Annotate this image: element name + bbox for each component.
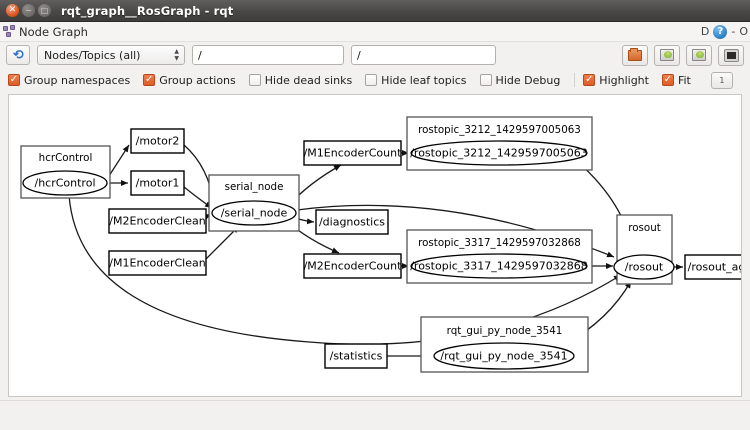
topic-serial-node-label: /serial_node — [221, 207, 288, 220]
edge-hcrcontrol-motor2 — [106, 144, 130, 180]
checkbox-label: Fit — [677, 73, 691, 87]
topic-rosout[interactable] — [613, 254, 675, 280]
node-motor1[interactable] — [130, 170, 185, 196]
minimize-icon[interactable]: − — [22, 4, 35, 17]
checkbox-indicator — [248, 74, 261, 86]
checkbox-label: Hide dead sinks — [264, 73, 353, 87]
cluster-serial-node-label: serial_node — [225, 181, 284, 193]
cluster-rostopic-3212-label: rostopic_3212_1429597005063 — [418, 124, 581, 136]
save-image-icon — [692, 49, 706, 61]
node-motor2-label: /motor2 — [136, 135, 180, 148]
topic-rostopic-3212-label: /rostopic_3212_1429597005063 — [410, 147, 588, 160]
checkbox-indicator — [365, 74, 378, 86]
node-rosout-agg-label: /rosout_agg — [688, 261, 742, 274]
folder-icon — [628, 47, 642, 61]
close-icon[interactable]: ✕ — [6, 4, 19, 17]
topic-rqt-gui-label: /rqt_gui_py_node_3541 — [440, 350, 567, 363]
node-m1encoderclean[interactable] — [108, 250, 207, 276]
node-m1encoderclean-label: /M1EncoderClean — [109, 257, 205, 270]
options-row: Group namespaces Group actions Hide dead… — [0, 70, 750, 90]
node-m2encodercount[interactable] — [303, 253, 402, 279]
topic-serial-node[interactable] — [211, 200, 297, 226]
edge-motor1-serial — [183, 186, 213, 209]
save-image-button[interactable] — [686, 44, 712, 66]
window-titlebar: ✕ − □ rqt_graph__RosGraph - rqt — [0, 0, 750, 22]
topic-rosout-label: /rosout — [625, 261, 664, 274]
dock-controls: D ? - O — [700, 24, 748, 39]
topic-rostopic-3317-label: /rostopic_3317_1429597032868 — [410, 260, 588, 273]
save-dot-button[interactable] — [654, 44, 680, 66]
checkbox-indicator — [479, 74, 492, 86]
node-m1encodercount[interactable] — [303, 140, 402, 166]
node-m1encodercount-label: /M1EncoderCount — [304, 147, 403, 160]
checkbox-label: Hide Debug — [495, 73, 561, 87]
dock-header: Node Graph D ? - O — [0, 22, 750, 42]
checkbox-label: Highlight — [599, 73, 649, 87]
fit-checkbox[interactable]: Fit — [661, 73, 691, 87]
node-diagnostics[interactable] — [315, 209, 389, 235]
dock-letter-d: D — [700, 25, 710, 38]
group-actions-checkbox[interactable]: Group actions — [143, 74, 236, 87]
refresh-icon: ⟳ — [12, 47, 24, 63]
node-m2encoderclean-label: /M2EncoderClean — [109, 215, 205, 228]
highlight-checkbox[interactable]: Highlight — [583, 74, 649, 87]
node-filter-input[interactable]: / — [351, 45, 496, 65]
checkbox-label: Hide leaf topics — [381, 73, 467, 87]
cluster-rqt-gui-label: rqt_gui_py_node_3541 — [447, 325, 563, 337]
checkbox-label: Group actions — [159, 73, 236, 87]
graph-canvas[interactable]: hcrControl serial_node rostopic_3212_14295… — [8, 94, 742, 397]
topic-filter-input[interactable]: / — [192, 45, 344, 65]
cluster-hcrcontrol-label: hcrControl — [39, 152, 93, 164]
topic-hcrcontrol[interactable] — [22, 170, 108, 196]
dock-letter-o: O — [739, 25, 748, 38]
save-dot-icon — [660, 49, 674, 61]
cluster-rosout-label: rosout — [628, 222, 661, 234]
hide-debug-checkbox[interactable]: Hide Debug — [479, 73, 561, 87]
node-m2encodercount-label: /M2EncoderCount — [304, 260, 403, 273]
graph-nodes: /motor2/motor1/M2EncoderClean/M1EncoderC… — [108, 128, 742, 369]
topic-hcrcontrol-label: /hcrControl — [34, 177, 95, 190]
window-title: rqt_graph__RosGraph - rqt — [61, 3, 234, 18]
checkbox-indicator — [661, 74, 674, 86]
node-motor2[interactable] — [130, 128, 185, 154]
node-statistics[interactable] — [324, 343, 388, 369]
node-m2encoderclean[interactable] — [108, 208, 207, 234]
options-divider — [574, 73, 576, 87]
hide-leaf-topics-checkbox[interactable]: Hide leaf topics — [365, 73, 467, 87]
zoom-reset-button[interactable]: 1 — [710, 71, 733, 89]
screen-icon — [724, 49, 738, 61]
fit-screen-button[interactable] — [718, 44, 744, 66]
checkbox-label: Group namespaces — [24, 73, 131, 87]
status-bar — [0, 400, 750, 430]
load-dot-button[interactable] — [622, 44, 648, 66]
node-statistics-label: /statistics — [330, 350, 383, 363]
graph-topics: /hcrControl/serial_node/rostopic_3212_14… — [22, 140, 675, 370]
node-rosout-agg[interactable] — [684, 254, 742, 280]
graph-filter-select[interactable]: Nodes/Topics (all) ▲ ▼ — [37, 45, 185, 65]
graph-filter-value: Nodes/Topics (all) — [44, 48, 141, 62]
hide-dead-sinks-checkbox[interactable]: Hide dead sinks — [248, 73, 353, 87]
window-controls: ✕ − □ — [6, 4, 51, 17]
topic-rostopic-3212[interactable] — [410, 140, 588, 166]
checkbox-indicator — [583, 74, 596, 86]
help-icon[interactable]: ? — [713, 24, 728, 39]
dock-title: Node Graph — [19, 24, 88, 39]
node-diagnostics-label: /diagnostics — [319, 216, 385, 229]
dock-dash: - — [731, 25, 736, 38]
topic-rqt-gui[interactable] — [433, 342, 575, 370]
chevron-updown-icon: ▲ ▼ — [174, 48, 179, 62]
refresh-button[interactable]: ⟳ — [6, 45, 30, 65]
checkbox-indicator — [143, 74, 156, 86]
topic-rostopic-3317[interactable] — [410, 253, 588, 279]
toolbar: ⟳ Nodes/Topics (all) ▲ ▼ / / — [0, 42, 750, 68]
cluster-rostopic-3317-label: rostopic_3317_1429597032868 — [418, 237, 581, 249]
checkbox-indicator — [8, 74, 20, 86]
maximize-icon[interactable]: □ — [38, 4, 51, 17]
group-namespaces-checkbox[interactable]: Group namespaces — [8, 74, 130, 87]
node-graph-icon — [3, 25, 16, 38]
ros-node-graph: hcrControl serial_node rostopic_3212_14295… — [20, 116, 742, 373]
node-motor1-label: /motor1 — [136, 177, 180, 190]
